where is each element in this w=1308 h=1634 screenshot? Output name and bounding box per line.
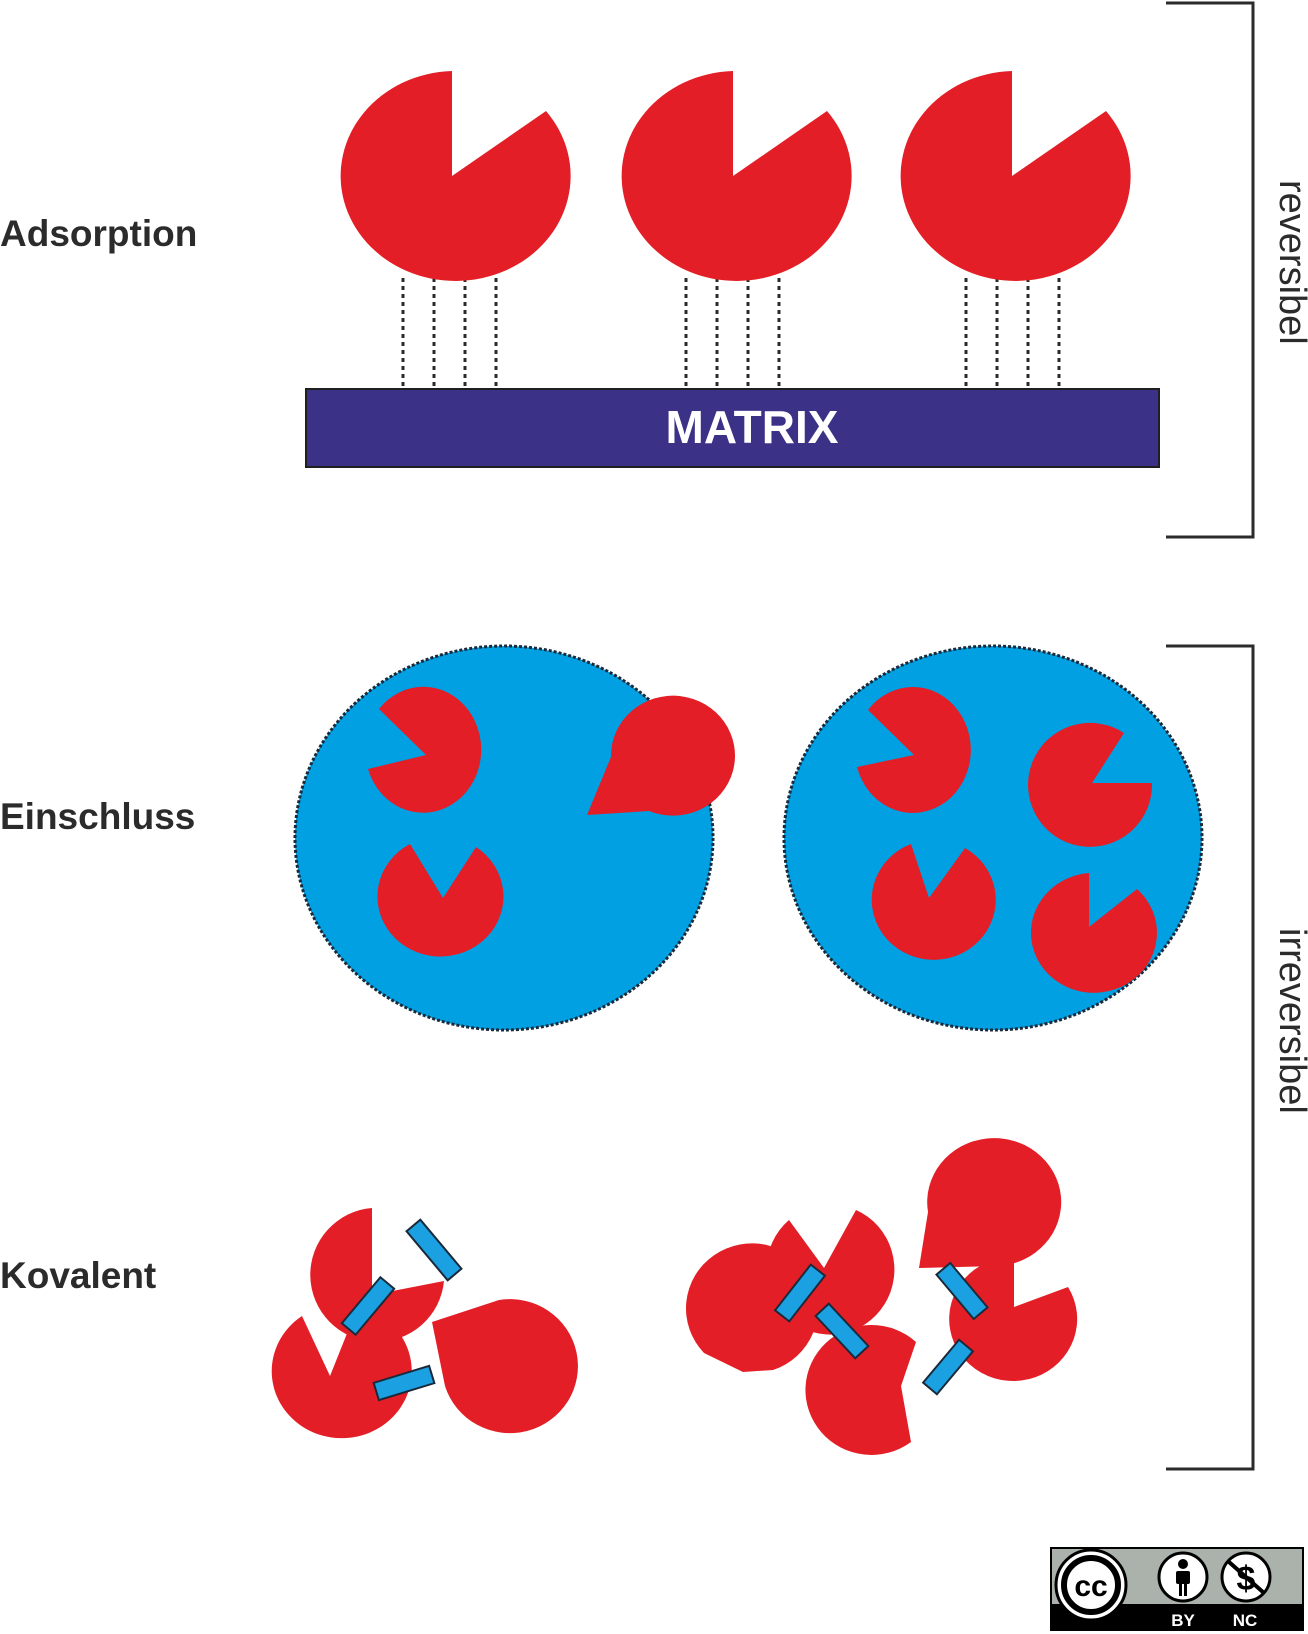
label-adsorption: Adsorption	[0, 213, 197, 254]
enzyme-icon	[685, 1243, 818, 1372]
reversible-bracket	[1166, 1, 1255, 539]
nc-dollar-icon: $	[1220, 1551, 1272, 1603]
cc-icon: cc	[1054, 1548, 1128, 1622]
enzyme-icon	[340, 71, 571, 281]
covalent-links-right	[773, 1261, 989, 1396]
license-by-label: BY	[1171, 1611, 1195, 1630]
enzyme-icon	[621, 71, 852, 281]
enzyme-icon	[900, 71, 1131, 281]
enzyme-icon	[368, 686, 482, 813]
license-nc-label: NC	[1233, 1611, 1258, 1630]
label-kovalent: Kovalent	[0, 1255, 156, 1296]
matrix-bar	[305, 388, 1160, 468]
adsorption-section: MATRIX	[305, 71, 1160, 468]
enzyme-icon	[919, 1138, 1062, 1268]
enzyme-icon	[310, 1208, 444, 1342]
enzyme-icon	[377, 844, 504, 957]
enzyme-icon	[871, 844, 996, 960]
matrix-label: MATRIX	[666, 401, 839, 453]
enzyme-icon	[587, 695, 735, 816]
enzyme-icon	[805, 1324, 916, 1455]
irreversible-bracket	[1166, 644, 1255, 1471]
adsorption-bonds	[401, 278, 1061, 388]
enzyme-icon	[857, 686, 971, 813]
license-badge: cc $ BY NC	[1048, 1545, 1306, 1633]
svg-text:cc: cc	[1074, 1570, 1107, 1603]
covalent-links-left	[340, 1218, 463, 1402]
label-irreversibel: irreversibel	[1271, 928, 1308, 1114]
enzyme-icon	[1028, 722, 1153, 847]
label-einschluss: Einschluss	[0, 796, 195, 837]
einschluss-section	[293, 644, 1204, 1032]
label-reversibel: reversibel	[1271, 180, 1308, 345]
enzyme-icon	[432, 1299, 578, 1434]
kovalent-section	[271, 1138, 1078, 1455]
enzyme-icon	[949, 1256, 1078, 1381]
enzyme-icon	[1030, 873, 1157, 993]
enzyme-icon	[271, 1306, 412, 1439]
by-person-icon	[1157, 1551, 1209, 1603]
